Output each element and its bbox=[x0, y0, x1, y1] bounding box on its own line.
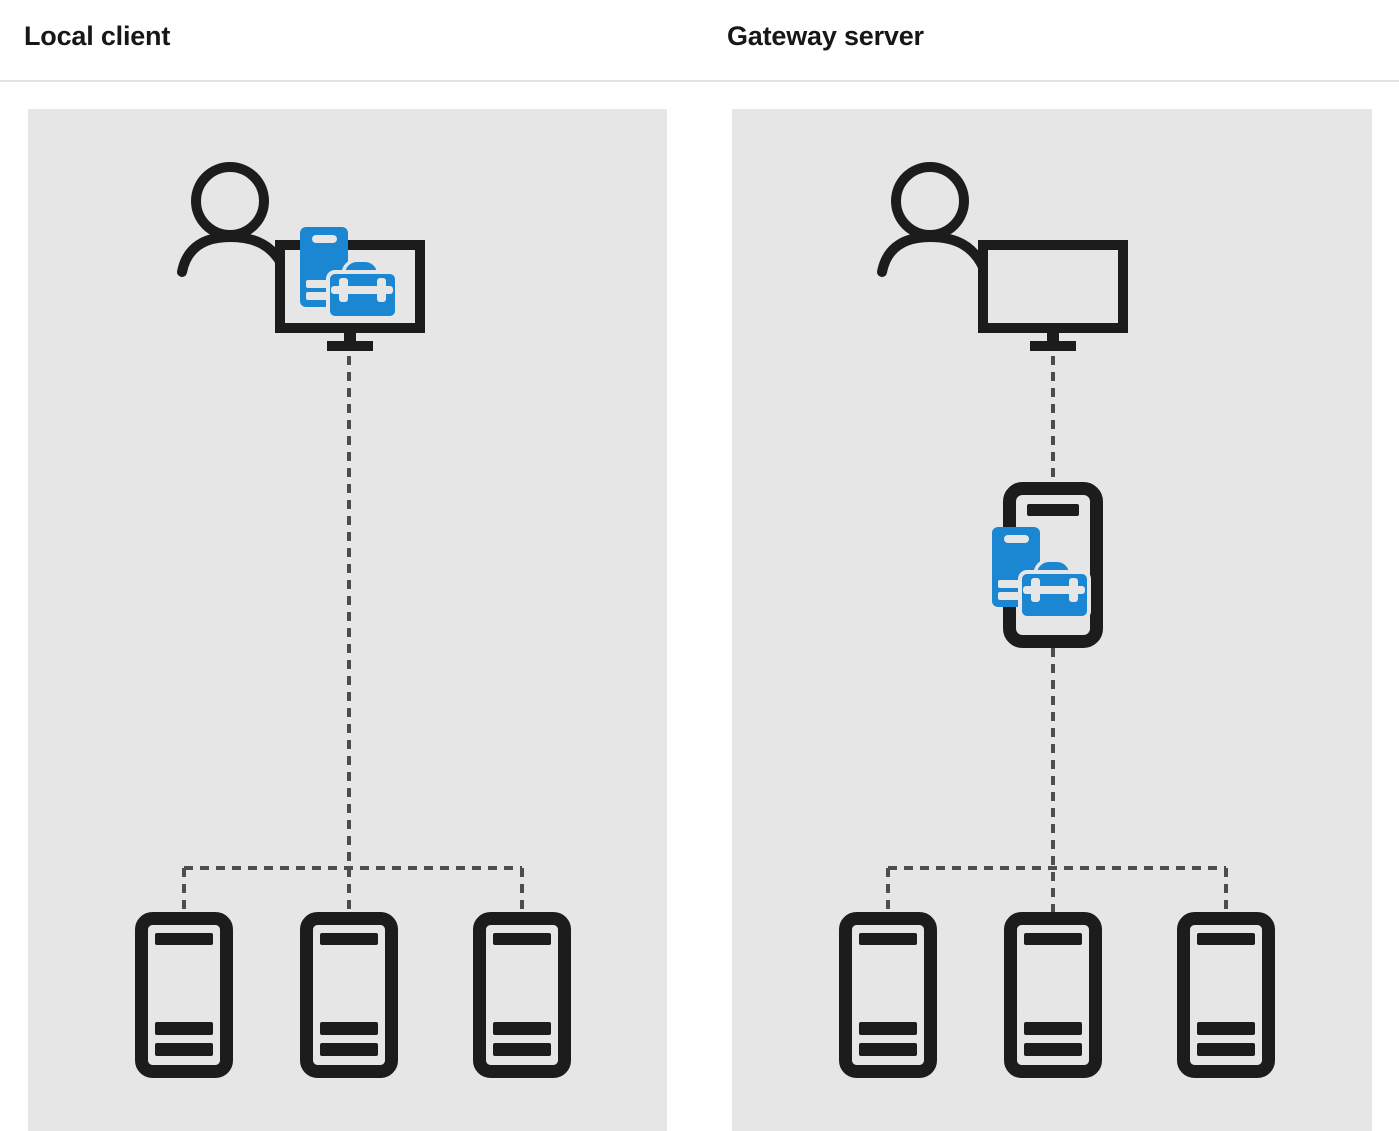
gateway-server-diagram bbox=[732, 109, 1372, 1131]
server-icon bbox=[307, 919, 392, 1072]
server-icon bbox=[1011, 919, 1096, 1072]
header-divider bbox=[0, 80, 1399, 82]
server-icon bbox=[1184, 919, 1269, 1072]
local-client-diagram bbox=[28, 109, 667, 1131]
server-icon bbox=[480, 919, 565, 1072]
person-icon bbox=[182, 167, 283, 272]
monitor-icon bbox=[983, 245, 1123, 351]
server-icon bbox=[142, 919, 227, 1072]
right-column-title: Gateway server bbox=[727, 21, 924, 51]
left-column-title: Local client bbox=[24, 21, 171, 51]
server-icon bbox=[846, 919, 931, 1072]
gateway-server-panel bbox=[732, 109, 1372, 1131]
local-client-panel bbox=[28, 109, 667, 1131]
person-icon bbox=[882, 167, 983, 272]
